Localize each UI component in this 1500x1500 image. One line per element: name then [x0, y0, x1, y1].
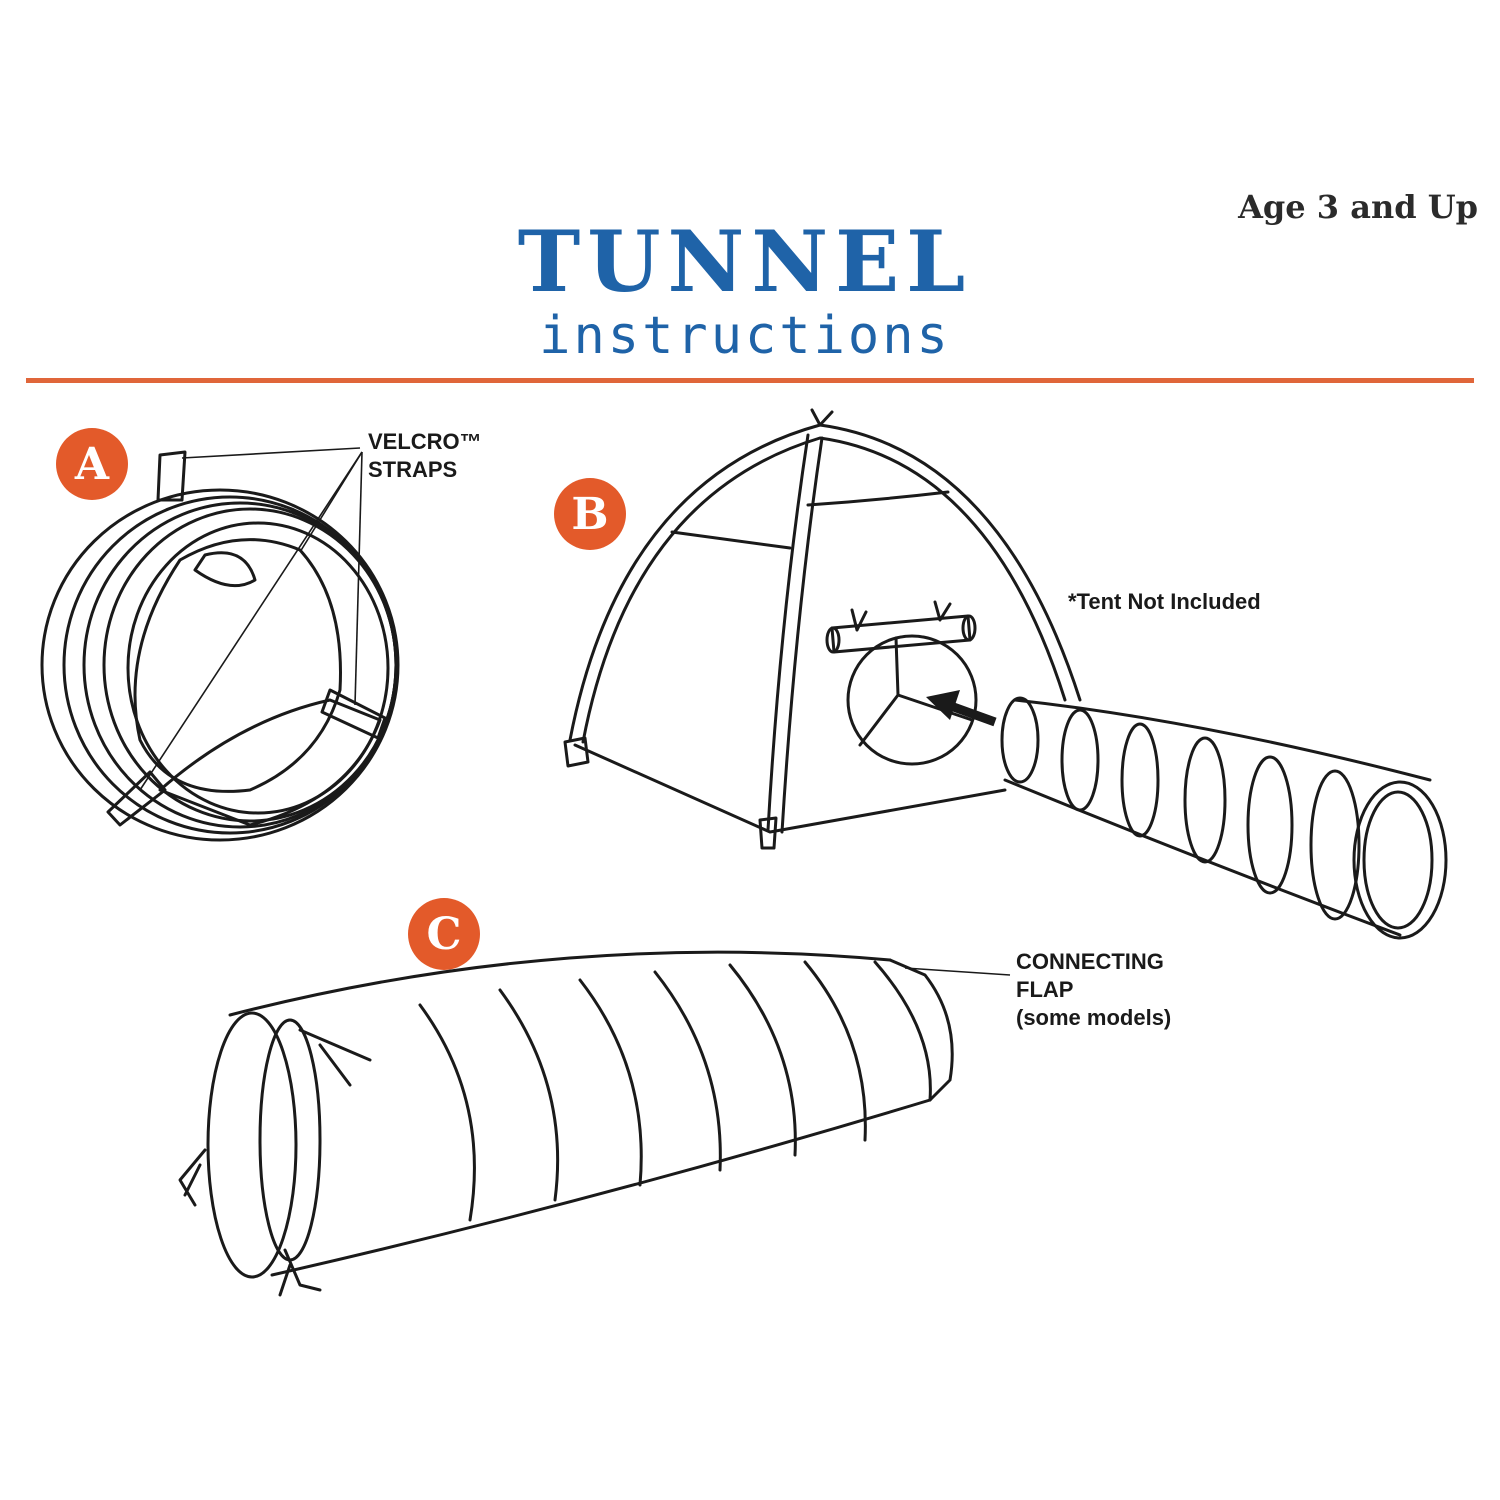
age-label: Age 3 and Up [1238, 188, 1478, 226]
step-c-badge: C [408, 898, 480, 970]
tunnel-drawing [178, 950, 1011, 1297]
header-divider [26, 378, 1474, 383]
title-sub: instructions [539, 306, 951, 366]
tent-drawing [563, 408, 1448, 940]
step-a-badge: A [56, 428, 128, 500]
step-b-badge: B [554, 478, 626, 550]
connecting-flap-label: CONNECTING FLAP (some models) [1016, 949, 1172, 1030]
collapsed-tunnel-drawing [40, 447, 400, 842]
title-main: TUNNEL [517, 212, 973, 311]
velcro-straps-label: VELCRO™ STRAPS [368, 429, 482, 482]
tent-note-label: *Tent Not Included [1068, 589, 1261, 614]
